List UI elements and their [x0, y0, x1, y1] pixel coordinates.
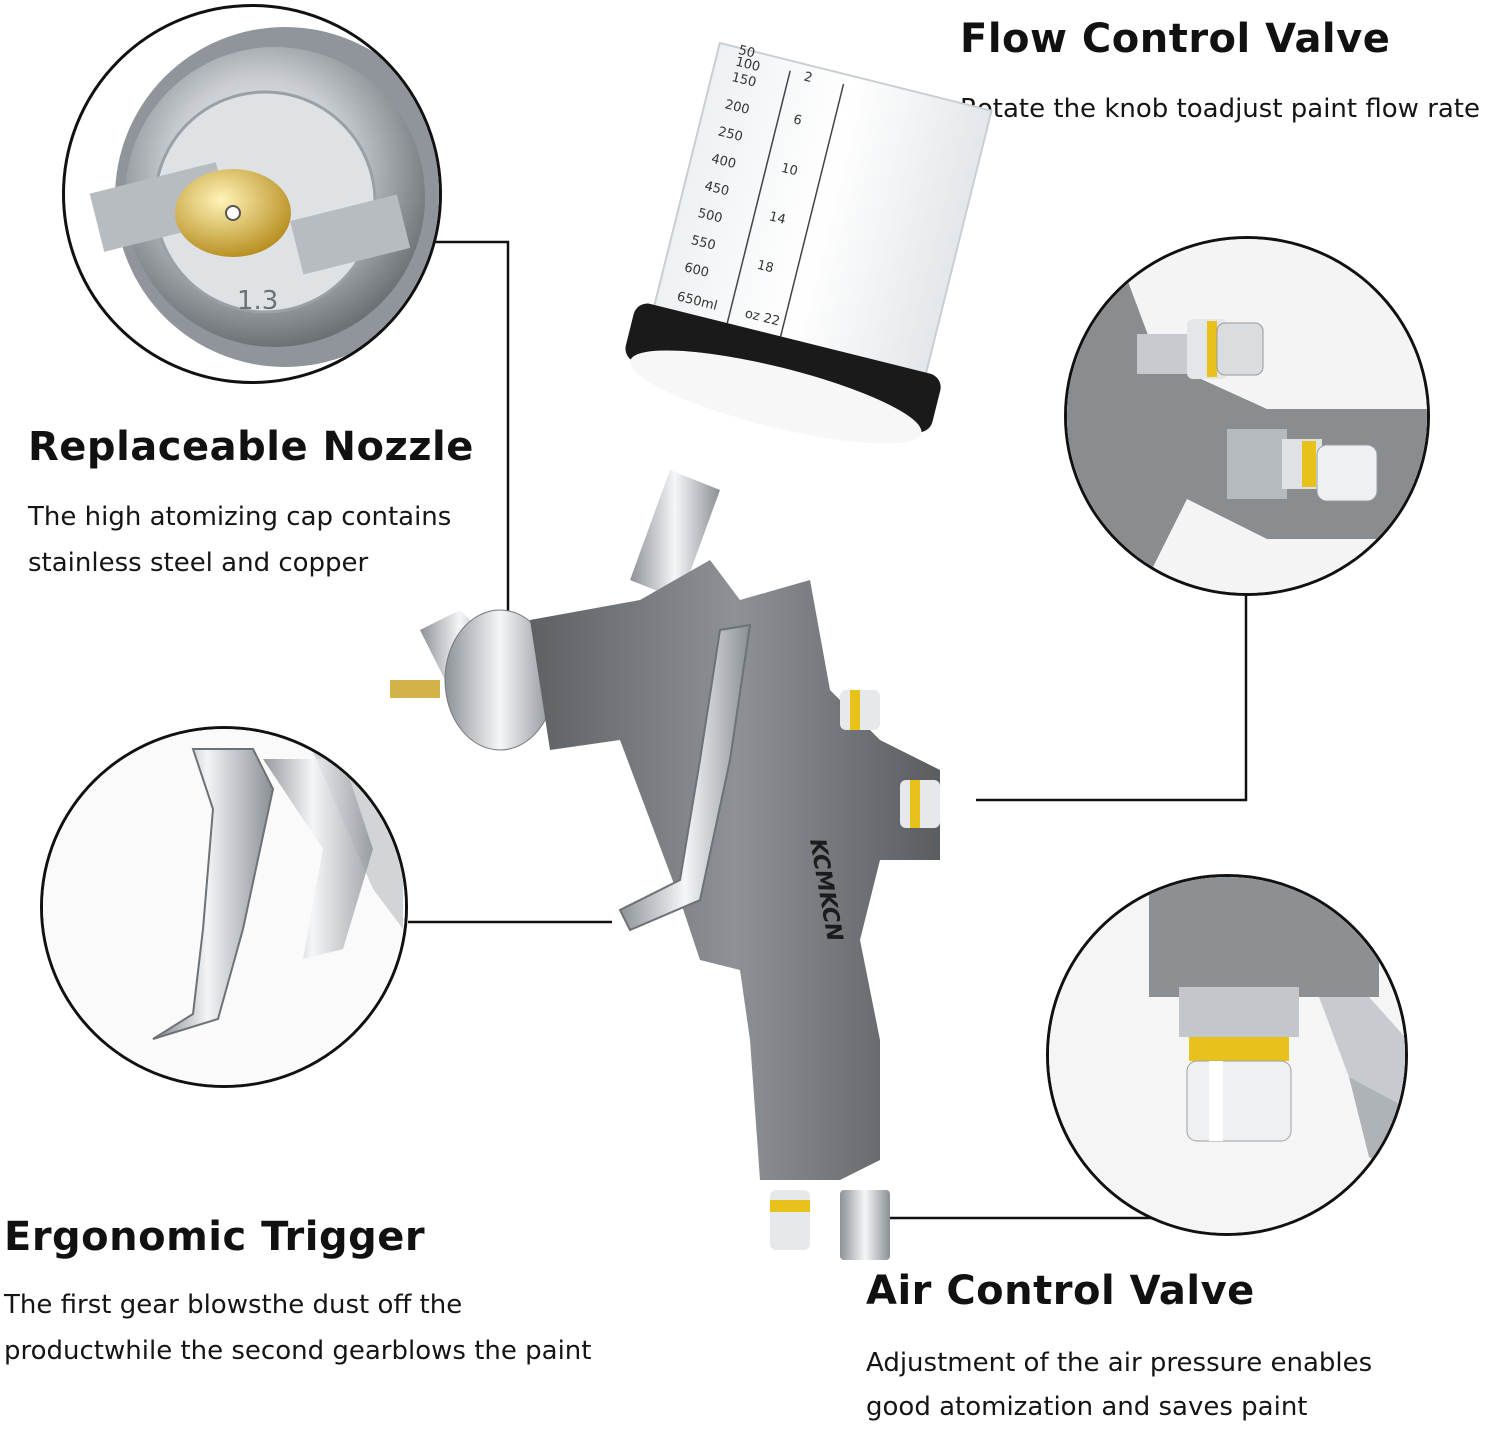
cup-scale-oz-10: 10: [780, 161, 800, 180]
cup-scale-200: 200: [723, 97, 751, 118]
cup-scale-150: 150: [730, 70, 758, 91]
trigger-desc-line-2: productwhile the second gearblows the pa…: [4, 1336, 592, 1366]
cup-scale-oz-6: 6: [792, 112, 804, 129]
air-valve-detail-circle: [1046, 874, 1408, 1236]
nozzle-desc-line-1: The high atomizing cap contains: [28, 502, 452, 532]
air-control-desc-line-2: good atomization and saves paint: [866, 1392, 1308, 1422]
flow-control-title: Flow Control Valve: [960, 16, 1391, 62]
cup-scale-500: 500: [696, 206, 724, 227]
nozzle-desc-line-2: stainless steel and copper: [28, 548, 369, 578]
cup-scale-oz-2: 2: [802, 70, 814, 87]
air-control-desc-line-1: Adjustment of the air pressure enables: [866, 1348, 1373, 1378]
flow-control-desc: Rotate the knob toadjust paint flow rate: [960, 94, 1480, 124]
cup-scale-100: 100: [734, 55, 762, 76]
nozzle-size-label: 1.3: [237, 286, 278, 316]
nozzle-connector: [420, 240, 510, 612]
trigger-detail-circle: [40, 726, 408, 1088]
trigger-title: Ergonomic Trigger: [4, 1214, 426, 1260]
cup-scale-600: 600: [683, 260, 711, 281]
trigger-desc-line-1: The first gear blowsthe dust off the: [4, 1290, 463, 1320]
cup-scale-550: 550: [689, 233, 717, 254]
cup-scale-400: 400: [710, 152, 738, 173]
flow-connector: [976, 596, 1248, 802]
cup-scale-oz-14: 14: [767, 209, 787, 228]
nozzle-title: Replaceable Nozzle: [28, 424, 474, 470]
spray-gun-image: 650ml 600 550 500 450 400 250 200 150 10…: [380, 40, 1020, 1280]
cup-scale-oz-18: 18: [755, 258, 775, 277]
cup-scale-450: 450: [703, 179, 731, 200]
air-control-title: Air Control Valve: [866, 1268, 1255, 1314]
cup-scale-50: 50: [737, 43, 757, 62]
flow-valve-detail-circle: [1064, 236, 1430, 596]
cup-scale-250: 250: [716, 124, 744, 145]
nozzle-detail-circle: 1.3: [62, 4, 442, 384]
